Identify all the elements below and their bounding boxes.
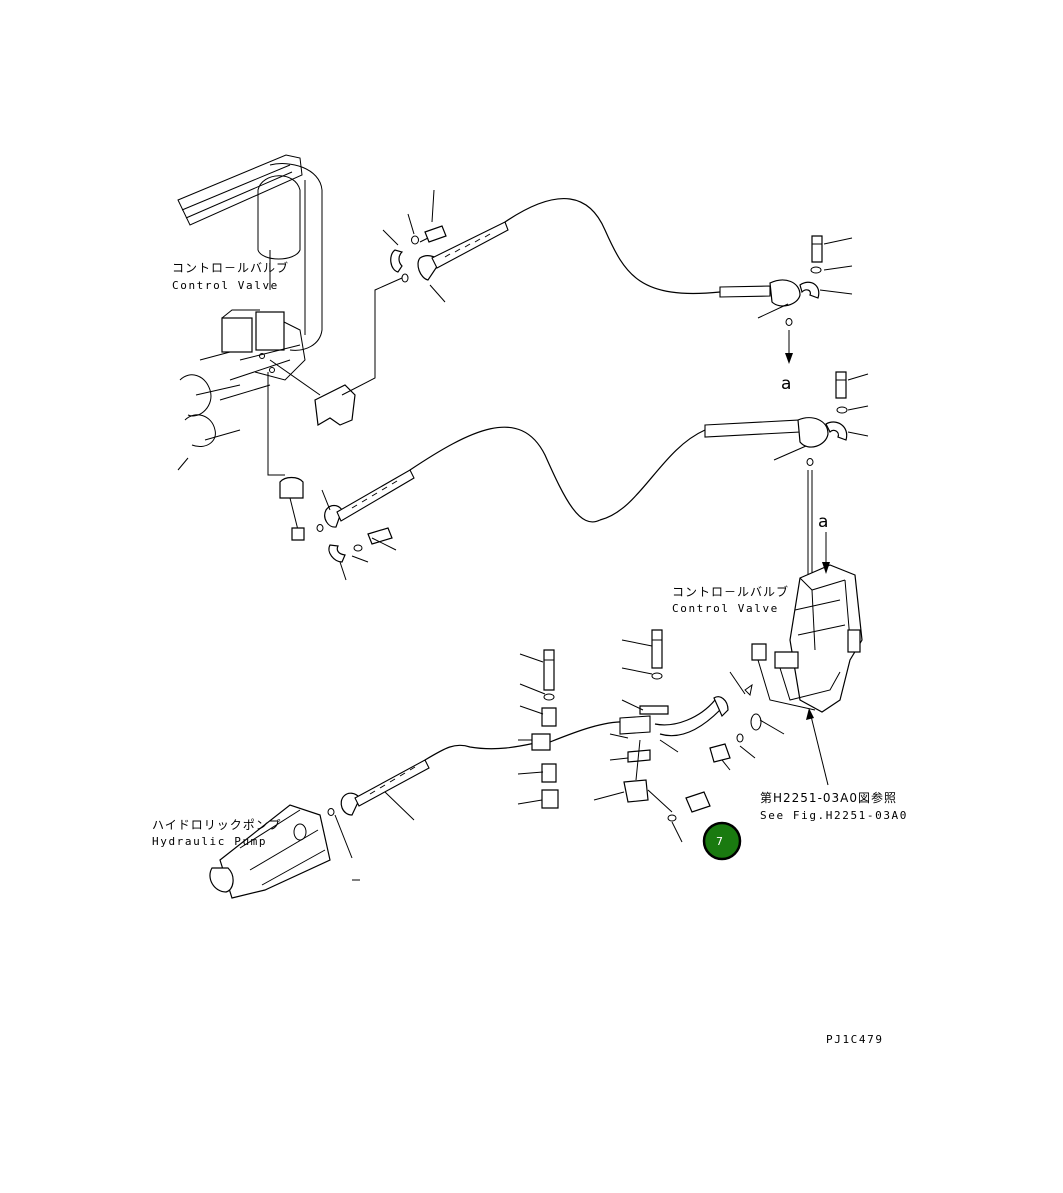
leader-lines (321, 189, 869, 881)
hydraulic-pump-label-en: Hydraulic Pump (152, 835, 267, 848)
control-valve-right-label-jp: コントロ－ルバルブ (672, 584, 789, 599)
part-callout-7[interactable]: 7 (702, 821, 742, 861)
upper-hose-assembly (390, 198, 823, 364)
see-fig-label-jp: 第H2251-03A0図参照 (760, 790, 897, 805)
lower-hose-assembly (279, 371, 848, 588)
control-valve-right-label-en: Control Valve (672, 602, 779, 615)
see-fig-label-en: See Fig.H2251-03A0 (760, 809, 908, 822)
control-valve-right-drawing (744, 532, 863, 786)
control-valve-top-label-en: Control Valve (172, 279, 279, 292)
control-valve-top-label-jp: コントロ－ルバルブ (172, 260, 289, 275)
control-valve-top-drawing (177, 154, 403, 476)
reference-letter-a-bottom: a (818, 512, 828, 532)
pump-line-assembly (209, 629, 762, 899)
callout-circle[interactable] (702, 821, 742, 861)
callout-number: 7 (716, 835, 723, 848)
reference-letter-a-top: a (781, 374, 791, 394)
hydraulic-pump-label-jp: ハイドロリックポンプ (152, 818, 281, 832)
drawing-code: PJ1C479 (826, 1033, 884, 1046)
